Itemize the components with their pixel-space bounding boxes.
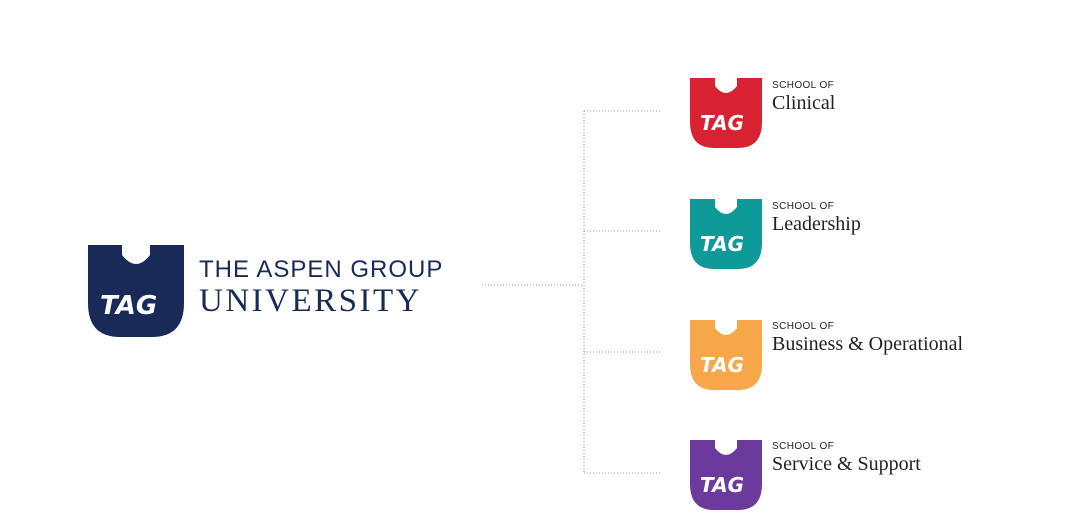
school-crest-text: TAG: [700, 232, 744, 256]
school-crest-icon-clinical: TAG: [690, 78, 762, 148]
main-wordmark: THE ASPEN GROUP UNIVERSITY: [199, 256, 443, 318]
main-crest-icon: TAG: [88, 245, 184, 337]
school-prefix: SCHOOL OF: [772, 80, 835, 91]
school-label-leadership: SCHOOL OF Leadership: [772, 201, 861, 235]
school-name: Clinical: [772, 92, 836, 114]
main-crest-shape: [88, 245, 184, 337]
school-label-clinical: SCHOOL OF Clinical: [772, 80, 835, 114]
school-name: Business & Operational: [772, 333, 964, 355]
school-prefix: SCHOOL OF: [772, 201, 835, 212]
school-crest-icon-service: TAG: [690, 440, 762, 510]
school-crest-text: TAG: [700, 111, 744, 135]
main-crest-text: TAG: [100, 291, 157, 321]
school-crest-text: TAG: [700, 473, 744, 497]
school-crest-icon-leadership: TAG: [690, 199, 762, 269]
school-crest-text: TAG: [700, 353, 744, 377]
school-prefix: SCHOOL OF: [772, 441, 835, 452]
main-title-line2: UNIVERSITY: [199, 283, 422, 319]
school-crest-icon-business: TAG: [690, 320, 762, 390]
school-name: Leadership: [772, 213, 861, 235]
school-label-business: SCHOOL OF Business & Operational: [772, 321, 963, 355]
main-title-line1: THE ASPEN GROUP: [199, 256, 444, 283]
school-name: Service & Support: [772, 453, 921, 475]
school-label-service: SCHOOL OF Service & Support: [772, 441, 921, 475]
school-prefix: SCHOOL OF: [772, 321, 835, 332]
